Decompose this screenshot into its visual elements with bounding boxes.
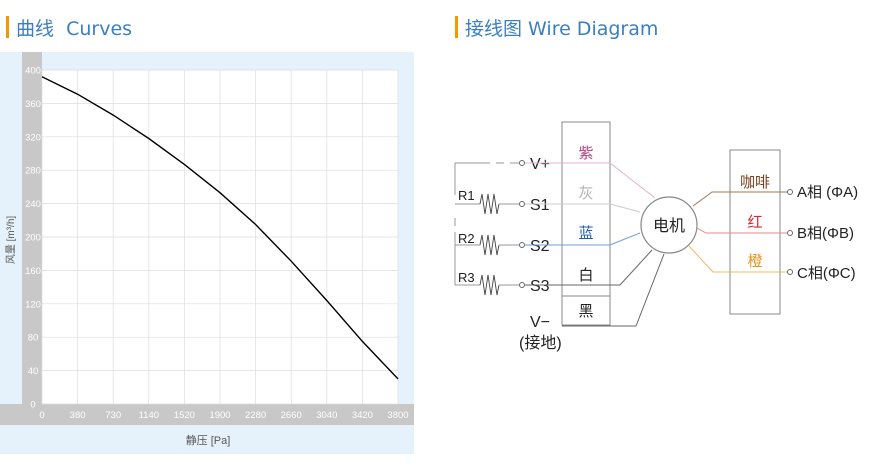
curves-heading-text: 曲线 Curves [16,17,133,40]
chart-grid [41,69,399,405]
wire-black-label: 黑 [578,303,593,320]
x-tick-labels: 0 380 730 1140 1520 1900 2280 2660 3040 3420 3800 [39,410,408,421]
phase-a-terminal-dot [787,189,793,195]
left-wire-color-box [561,121,611,326]
motor-label: 电机 [653,217,685,235]
y-tick-label: 240 [25,199,41,210]
x-tick-label: 380 [70,410,86,421]
y-tick-label: 400 [25,66,41,77]
y-tick-label: 280 [25,166,41,177]
curves-heading: 曲线 Curves [6,14,132,40]
right-wire-color-box [729,149,781,315]
resistor-r1-label: R1 [458,188,475,203]
terminal-ground-label: (接地) [519,334,562,352]
resistor-r1-icon [479,193,500,215]
terminal-s3-dot [519,282,525,288]
terminal-v-minus-label: V− [530,314,550,331]
wire-brown [692,191,787,207]
wire-r3 [454,245,480,286]
y-tick-label: 80 [28,333,39,344]
terminal-s1-dot [519,201,525,207]
x-tick-label: 0 [39,410,44,421]
wire-diagram: V+ R1 S1 R2 S2 R3 S3 V− (接地) 紫 灰 蓝 白 黑 电… [454,121,858,352]
resistor-r3-icon [479,274,500,296]
x-tick-label: 2660 [281,410,302,421]
wire-orange-label: 橙 [747,253,762,270]
phase-c-terminal-dot [787,269,793,275]
x-axis-band [0,404,414,425]
terminal-s2-dot [519,242,525,248]
terminal-v-plus-label: V+ [530,156,550,173]
x-tick-label: 730 [105,410,121,421]
x-tick-label: 3420 [352,410,373,421]
wire-brown-label: 咖啡 [740,174,770,191]
resistor-r2-label: R2 [458,231,475,246]
terminal-v-plus-dot [519,160,525,166]
wire-purple-label: 紫 [578,145,593,162]
phase-b-terminal-dot [787,230,793,236]
x-tick-label: 2280 [245,410,266,421]
y-axis-label: 风量 [m³/h] [5,216,17,265]
y-tick-label: 40 [28,366,39,377]
x-tick-label: 1520 [174,410,195,421]
phase-a-label: A相 (ΦA) [797,184,858,201]
wire-red-label: 红 [747,214,762,231]
y-tick-labels: 0 40 80 120 160 200 240 280 320 360 400 [25,66,41,411]
y-axis-band [22,52,42,422]
airflow-pressure-curve [41,76,399,380]
y-tick-label: 160 [25,266,41,277]
wire-blue-label: 蓝 [578,225,593,242]
wire-diagram-heading-text: 接线图 Wire Diagram [465,17,659,40]
y-tick-label: 360 [25,99,41,110]
wire-white-label: 白 [578,267,593,284]
terminal-s1-label: S1 [530,197,550,214]
x-tick-label: 1140 [139,410,159,421]
x-axis-label: 静压 [Pa] [186,433,231,447]
heading-accent-bar [455,16,458,38]
phase-c-label: C相(ΦC) [797,265,856,282]
wire-blue [525,232,641,246]
wire-gray [525,203,641,213]
y-tick-label: 120 [25,299,41,310]
y-tick-label: 320 [25,132,41,143]
phase-b-label: B相(ΦB) [797,225,854,242]
terminal-s3-label: S3 [530,278,550,295]
wire-black [562,253,665,327]
x-tick-label: 1900 [209,410,230,421]
resistor-r3-label: R3 [458,270,475,285]
wire-red [696,227,787,234]
wire-diagram-heading: 接线图 Wire Diagram [455,14,658,40]
y-tick-label: 200 [25,233,41,244]
motor-symbol [640,196,698,254]
x-tick-label: 3040 [316,410,337,421]
wire-orange [688,245,787,273]
wire-gray-label: 灰 [578,185,593,202]
heading-accent-bar [6,16,9,38]
wire-r1-top [454,162,490,195]
terminal-s2-label: S2 [530,238,550,255]
wire-purple [525,162,656,199]
wire-white [525,249,653,286]
resistor-r2-icon [479,234,500,256]
x-tick-label: 3800 [387,410,408,421]
y-tick-label: 0 [30,400,35,411]
